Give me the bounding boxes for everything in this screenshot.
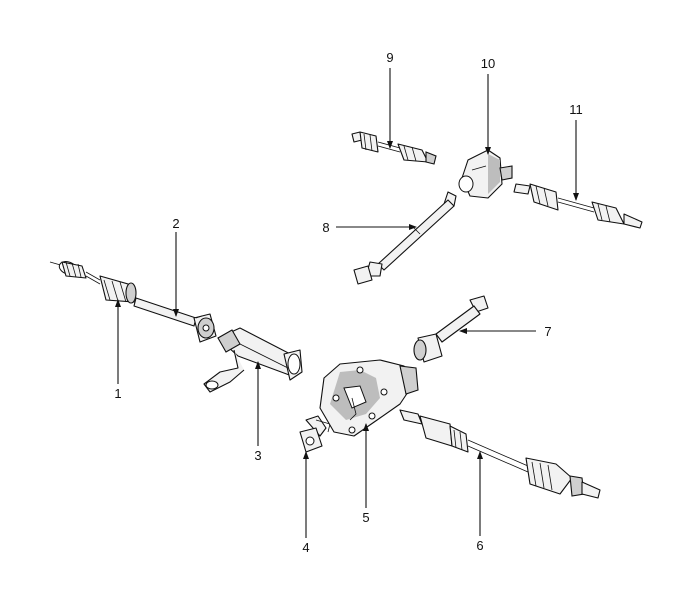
part-7-front-propeller-shaft xyxy=(413,295,489,363)
callout-1: 1 xyxy=(114,386,121,401)
callout-7: 7 xyxy=(544,324,551,339)
part-8-rear-propeller-shaft xyxy=(353,191,457,285)
callout-5: 5 xyxy=(362,510,369,525)
callout-11: 11 xyxy=(569,102,583,117)
part-10-rear-differential xyxy=(458,149,513,199)
leader-lines xyxy=(115,68,579,538)
part-9-rear-left-drive-shaft xyxy=(351,131,437,165)
callout-6: 6 xyxy=(476,538,483,553)
callout-labels: 1 2 3 4 5 6 7 8 9 10 11 xyxy=(114,50,582,555)
part-4-cap-bracket xyxy=(299,415,331,453)
callout-9: 9 xyxy=(386,50,393,65)
part-1-left-drive-shaft xyxy=(49,261,137,304)
callout-3: 3 xyxy=(254,448,261,463)
part-3-bracket-housing xyxy=(203,327,303,393)
callout-4: 4 xyxy=(302,540,309,555)
part-11-rear-right-drive-shaft xyxy=(513,183,643,229)
callout-2: 2 xyxy=(172,216,179,231)
callout-10: 10 xyxy=(481,56,495,71)
callout-8: 8 xyxy=(322,220,329,235)
part-2-intermediate-shaft xyxy=(133,297,217,343)
part-5-differential-carrier xyxy=(319,359,419,437)
part-6-right-drive-shaft xyxy=(399,409,601,499)
